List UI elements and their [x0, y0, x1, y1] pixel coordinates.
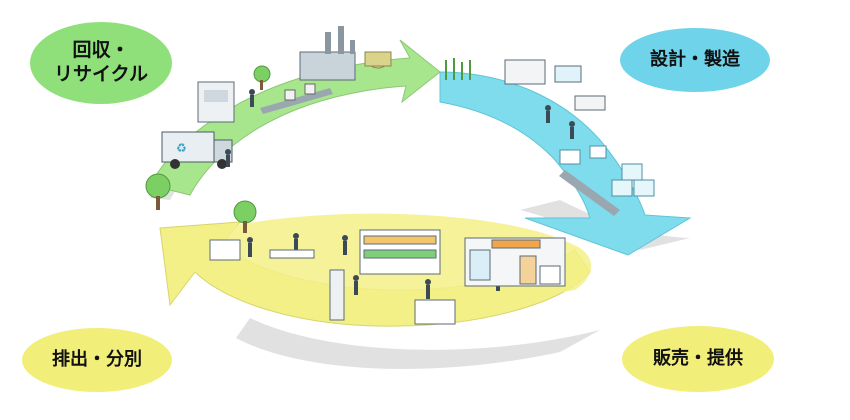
sell-bubble-shape [622, 326, 774, 392]
svg-text:♻: ♻ [176, 141, 187, 155]
dispose-bubble-shape [22, 328, 172, 392]
truck-icon: ♻ [161, 131, 233, 169]
lab-icon [504, 59, 606, 111]
counter-icon [414, 299, 456, 325]
machine-icon [197, 81, 235, 123]
table-icon [209, 239, 315, 261]
stage-label-design: 設計・製造 [650, 48, 740, 70]
stage-label-sell: 販売・提供 [653, 347, 743, 369]
recover-bubble-shape [30, 22, 172, 104]
crops-icon [445, 58, 471, 80]
conveyor-belt-icon [559, 170, 620, 216]
stage-label-dispose: 排出・分別 [52, 348, 142, 370]
recover-label-line1: 回収・ [72, 39, 130, 62]
shelf-icon [329, 229, 441, 321]
recover-label-line2: リサイクル [53, 63, 149, 85]
tree-icon [145, 65, 271, 233]
conveyor-icon [260, 83, 333, 114]
shop-icon [464, 237, 566, 287]
recycle-arc [149, 39, 441, 196]
stage-label-recover: 回収・ リサイクル [30, 22, 172, 104]
factory-icon [299, 26, 392, 81]
box-icon [559, 145, 655, 197]
design-bubble-shape [620, 28, 770, 92]
